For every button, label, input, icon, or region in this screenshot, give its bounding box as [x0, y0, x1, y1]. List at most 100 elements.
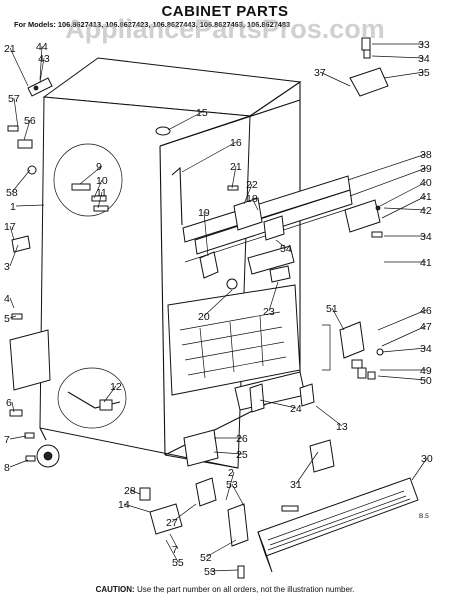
callout-leader-line	[275, 239, 287, 249]
callout-leader-line	[377, 375, 427, 381]
callout-leader-line	[203, 211, 209, 257]
right-bracket-parts	[322, 199, 384, 380]
callout-number-4: 4	[4, 293, 10, 305]
callout-leader-line	[251, 197, 259, 211]
callout-leader-line	[39, 57, 45, 83]
callout-leader-line	[9, 435, 27, 440]
inset-detail-upper	[53, 143, 123, 217]
callout-number-27: 27	[166, 517, 178, 529]
callout-number-52: 52	[200, 552, 212, 564]
callout-leader-line	[411, 457, 428, 481]
cabinet-shell	[39, 57, 353, 469]
callout-leader-line	[259, 399, 297, 409]
callout-number-10: 10	[96, 175, 108, 187]
callout-leader-line	[9, 47, 29, 87]
callout-leader-line	[349, 167, 427, 197]
callout-number-49: 49	[420, 365, 432, 377]
callout-number-28: 28	[124, 485, 136, 497]
callout-leader-line	[9, 315, 17, 319]
callout-leader-line	[268, 281, 279, 312]
callout-leader-line	[11, 169, 31, 193]
callout-number-1: 1	[10, 201, 16, 213]
callout-number-34: 34	[418, 53, 430, 65]
callout-leader-line	[165, 539, 179, 563]
callout-number-43: 43	[38, 53, 50, 65]
callout-leader-line	[129, 489, 141, 495]
callout-leader-line	[11, 401, 15, 413]
callout-number-26: 26	[236, 433, 248, 445]
callout-number-51: 51	[326, 303, 338, 315]
callout-leader-line	[231, 165, 237, 189]
callout-leader-line	[383, 71, 425, 79]
callout-number-13: 13	[336, 421, 348, 433]
callout-leader-line	[295, 451, 319, 485]
callout-leader-line	[79, 165, 103, 185]
grille	[257, 477, 419, 573]
callout-number-34: 34	[420, 231, 432, 243]
callout-number-23: 23	[263, 306, 275, 318]
callout-leader-line	[205, 539, 237, 558]
caution-text: Use the part number on all orders, not t…	[136, 585, 355, 594]
callout-number-47: 47	[420, 321, 432, 333]
callout-number-55: 55	[172, 557, 184, 569]
callout-number-34: 34	[420, 343, 432, 355]
callout-number-7: 7	[172, 544, 178, 556]
center-parts	[155, 126, 295, 290]
callout-leader-line	[23, 119, 31, 141]
callout-number-41: 41	[420, 191, 432, 203]
callout-leader-line	[383, 207, 427, 211]
callout-number-39: 39	[420, 163, 432, 175]
callout-leader-line	[231, 483, 245, 507]
caution-label: CAUTION:	[95, 585, 135, 594]
callout-leader-line	[9, 459, 29, 468]
callout-number-53: 53	[204, 566, 216, 578]
callout-number-50: 50	[420, 375, 432, 387]
callout-number-2: 2	[228, 467, 234, 479]
callout-number-22: 22	[246, 179, 258, 191]
callout-number-38: 38	[420, 149, 432, 161]
callout-leader-line	[9, 225, 15, 241]
callout-number-44: 44	[36, 41, 48, 53]
callout-leader-line	[381, 325, 427, 347]
callout-number-17: 17	[4, 221, 16, 233]
callout-leader-line	[347, 153, 427, 181]
callout-number-8: 8	[4, 462, 10, 474]
callout-leader-line	[377, 309, 427, 331]
callout-leader-line	[331, 307, 345, 331]
hinge-top-left	[27, 77, 53, 97]
lower-front-parts	[139, 383, 335, 579]
callout-number-7: 7	[4, 434, 10, 446]
callout-leader-line	[319, 71, 351, 87]
callout-leader-line	[13, 97, 19, 129]
callout-number-19: 19	[198, 207, 210, 219]
callout-leader-line	[171, 503, 197, 523]
callout-leader-line	[243, 183, 253, 205]
callout-leader-line	[379, 181, 427, 207]
callout-leader-line	[213, 451, 243, 455]
callout-number-54: 54	[280, 243, 292, 255]
callout-number-30: 30	[421, 453, 433, 465]
callout-number-20: 20	[198, 311, 210, 323]
callout-leader-line	[381, 347, 427, 353]
callout-number-3: 3	[4, 261, 10, 273]
callout-leader-line	[203, 289, 233, 317]
callout-number-57: 57	[8, 93, 20, 105]
callout-number-6: 6	[6, 397, 12, 409]
callout-leader-line	[9, 244, 19, 267]
callout-leader-line	[15, 204, 45, 207]
callout-leader-line	[39, 45, 43, 81]
callout-leader-line	[9, 297, 15, 309]
callout-number-53: 53	[226, 479, 238, 491]
callout-number-16: 16	[230, 137, 242, 149]
callout-number-56: 56	[24, 115, 36, 127]
callout-number-46: 46	[420, 305, 432, 317]
inset-detail-lower	[57, 367, 127, 429]
callout-leader-line	[123, 503, 151, 513]
callout-leader-line	[381, 195, 427, 219]
callout-number-12: 12	[110, 381, 122, 393]
callout-number-25: 25	[236, 449, 248, 461]
callout-number-42: 42	[420, 205, 432, 217]
